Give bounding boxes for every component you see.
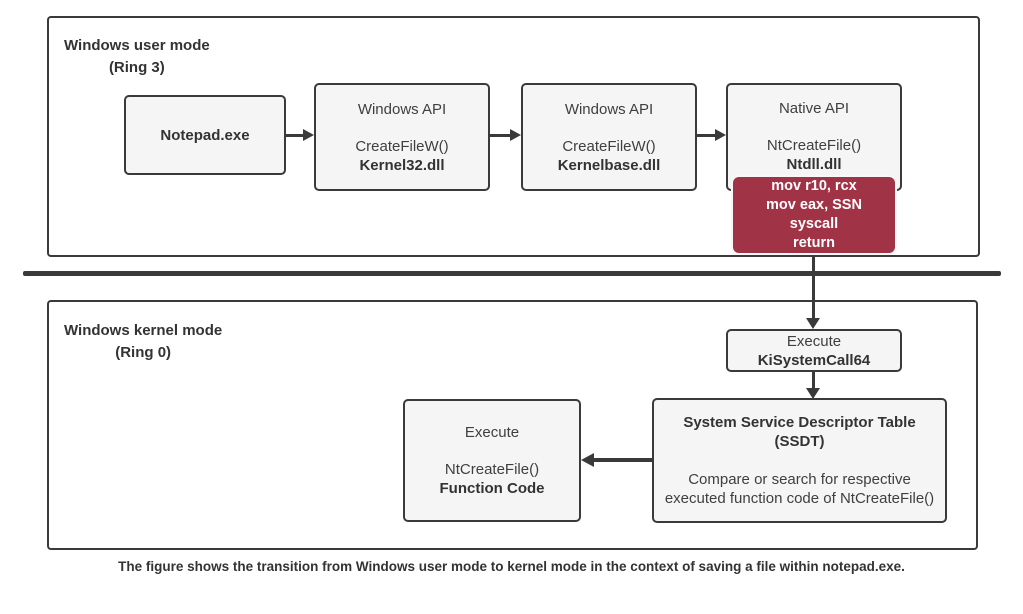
mode-divider-line: [23, 271, 1001, 276]
user-mode-label: Windows user mode (Ring 3): [64, 35, 210, 79]
ssdt-box: System Service Descriptor Table (SSDT) C…: [652, 398, 947, 523]
kisystemcall64-box: Execute KiSystemCall64: [726, 329, 902, 372]
function-code-line1: Execute: [464, 424, 520, 441]
kernel-mode-label-line2: (Ring 0): [115, 343, 172, 361]
ntdll-lib: Ntdll.dll: [786, 156, 842, 173]
function-code-line2: NtCreateFile(): [444, 461, 540, 478]
syscall-line2: mov eax, SSN: [766, 197, 862, 213]
kernel-mode-label: Windows kernel mode (Ring 0): [64, 320, 222, 364]
windows-api-kernelbase-box: Windows API CreateFileW() Kernelbase.dll: [521, 83, 697, 191]
kernelbase-header: Windows API: [564, 100, 654, 118]
kernel32-func: CreateFileW(): [355, 137, 449, 155]
arrow-kernelbase-to-ntdll-head-icon: [715, 129, 726, 141]
syscall-stub-box: mov r10, rcx mov eax, SSN syscall return: [731, 175, 897, 255]
user-mode-zone: [47, 16, 980, 257]
windows-api-kernel32-box: Windows API CreateFileW() Kernel32.dll: [314, 83, 490, 191]
ssdt-title-line1: System Service Descriptor Table: [683, 414, 916, 431]
ntdll-func: NtCreateFile(): [766, 137, 862, 154]
kernel32-lib: Kernel32.dll: [359, 156, 445, 174]
syscall-line3: syscall: [789, 216, 839, 232]
arrow-kisystemcall-to-ssdt-line: [812, 372, 815, 389]
kernelbase-lib: Kernelbase.dll: [557, 156, 661, 174]
arrow-syscall-to-kisystemcall-head-icon: [806, 318, 820, 329]
user-mode-label-line1: Windows user mode: [64, 37, 210, 54]
syscall-line1: mov r10, rcx: [771, 178, 857, 194]
function-code-box: Execute NtCreateFile() Function Code: [403, 399, 581, 522]
arrow-kernel32-to-kernelbase-head-icon: [510, 129, 521, 141]
arrow-notepad-to-kernel32-head-icon: [303, 129, 314, 141]
arrow-kernel32-to-kernelbase-line: [490, 134, 511, 137]
kernel32-header: Windows API: [357, 100, 447, 118]
notepad-exe-box: Notepad.exe: [124, 95, 286, 175]
kisystemcall64-line2: KiSystemCall64: [757, 351, 871, 369]
ssdt-body-line2: executed function code of NtCreateFile(): [664, 490, 935, 507]
arrow-syscall-to-kisystemcall-line: [812, 255, 815, 319]
function-code-line3: Function Code: [439, 480, 545, 497]
user-mode-label-line2: (Ring 3): [108, 58, 165, 76]
syscall-line4: return: [793, 235, 835, 251]
kernel-mode-label-line1: Windows kernel mode: [64, 322, 223, 339]
ntdll-header: Native API: [778, 100, 850, 117]
arrow-kisystemcall-to-ssdt-head-icon: [806, 388, 820, 399]
arrow-ssdt-to-functioncode-head-icon: [581, 453, 594, 467]
arrow-kernelbase-to-ntdll-line: [697, 134, 716, 137]
ssdt-title-line2: (SSDT): [774, 433, 825, 450]
arrow-ssdt-to-functioncode-line: [592, 458, 652, 462]
kernel-mode-zone: [47, 300, 978, 550]
ssdt-body-line1: Compare or search for respective: [688, 471, 911, 488]
figure-caption: The figure shows the transition from Win…: [118, 559, 905, 574]
kisystemcall64-line1: Execute: [786, 332, 842, 350]
notepad-exe-title: Notepad.exe: [160, 126, 250, 144]
kernelbase-func: CreateFileW(): [562, 137, 656, 155]
arrow-notepad-to-kernel32-line: [286, 134, 306, 137]
